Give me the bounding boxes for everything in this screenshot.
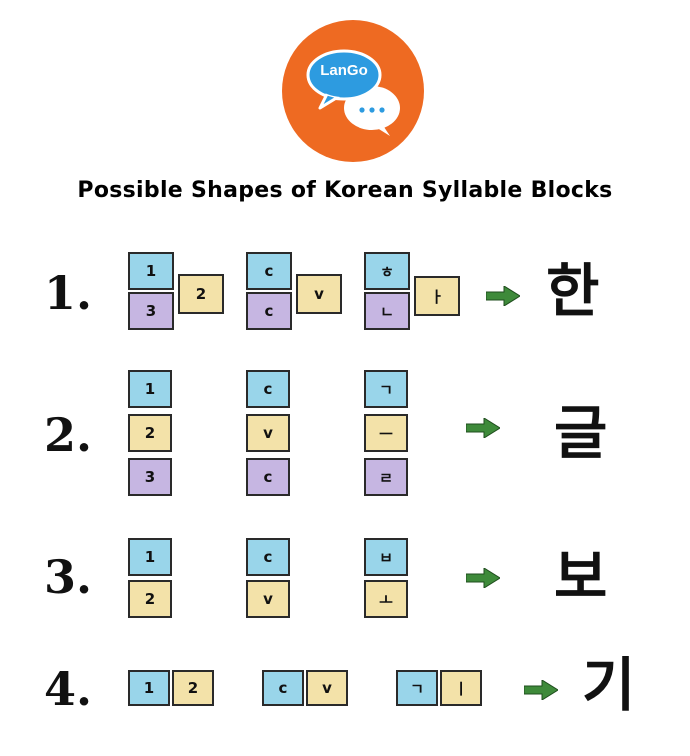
block-2: 2: [172, 670, 214, 706]
row-number: 2.: [44, 408, 93, 462]
block-hangul-vowel: ㅡ: [364, 414, 408, 452]
speech-bubbles-icon: [306, 49, 400, 136]
block-1: 1: [128, 670, 170, 706]
block-hangul-final: ㄹ: [364, 458, 408, 496]
lango-logo: LanGo: [282, 20, 424, 162]
row-number: 4.: [44, 662, 93, 716]
block-hangul-initial: ㄱ: [364, 370, 408, 408]
block-hangul-vowel: ㅗ: [364, 580, 408, 618]
block-hangul-initial: ㅎ: [364, 252, 410, 290]
block-hangul-final: ㄴ: [364, 292, 410, 330]
result-syllable: 한: [546, 257, 600, 325]
block-vowel: v: [296, 274, 342, 314]
arrow-right-icon: [466, 568, 500, 588]
block-hangul-vowel: ㅣ: [440, 670, 482, 706]
block-vowel: v: [246, 414, 290, 452]
block-hangul-initial: ㅂ: [364, 538, 408, 576]
block-vowel: v: [306, 670, 348, 706]
block-3: 3: [128, 458, 172, 496]
arrow-right-icon: [524, 680, 558, 700]
arrow-right-icon: [466, 418, 500, 438]
block-1: 1: [128, 370, 172, 408]
result-syllable: 글: [554, 399, 608, 467]
row-number: 1.: [44, 266, 93, 320]
block-hangul-initial: ㄱ: [396, 670, 438, 706]
block-2: 2: [178, 274, 224, 314]
block-hangul-vowel: ㅏ: [414, 276, 460, 316]
block-2: 2: [128, 580, 172, 618]
page-title: Possible Shapes of Korean Syllable Block…: [77, 178, 613, 203]
block-final-consonant: c: [246, 458, 290, 496]
block-consonant: c: [262, 670, 304, 706]
arrow-right-icon: [486, 286, 520, 306]
block-final-consonant: c: [246, 292, 292, 330]
block-1: 1: [128, 252, 174, 290]
block-consonant: c: [246, 370, 290, 408]
block-1: 1: [128, 538, 172, 576]
logo-text: LanGo: [320, 62, 368, 79]
block-vowel: v: [246, 580, 290, 618]
block-consonant: c: [246, 538, 290, 576]
block-consonant: c: [246, 252, 292, 290]
result-syllable: 기: [582, 651, 636, 719]
row-number: 3.: [44, 550, 93, 604]
block-2: 2: [128, 414, 172, 452]
result-syllable: 보: [554, 543, 608, 611]
block-3: 3: [128, 292, 174, 330]
